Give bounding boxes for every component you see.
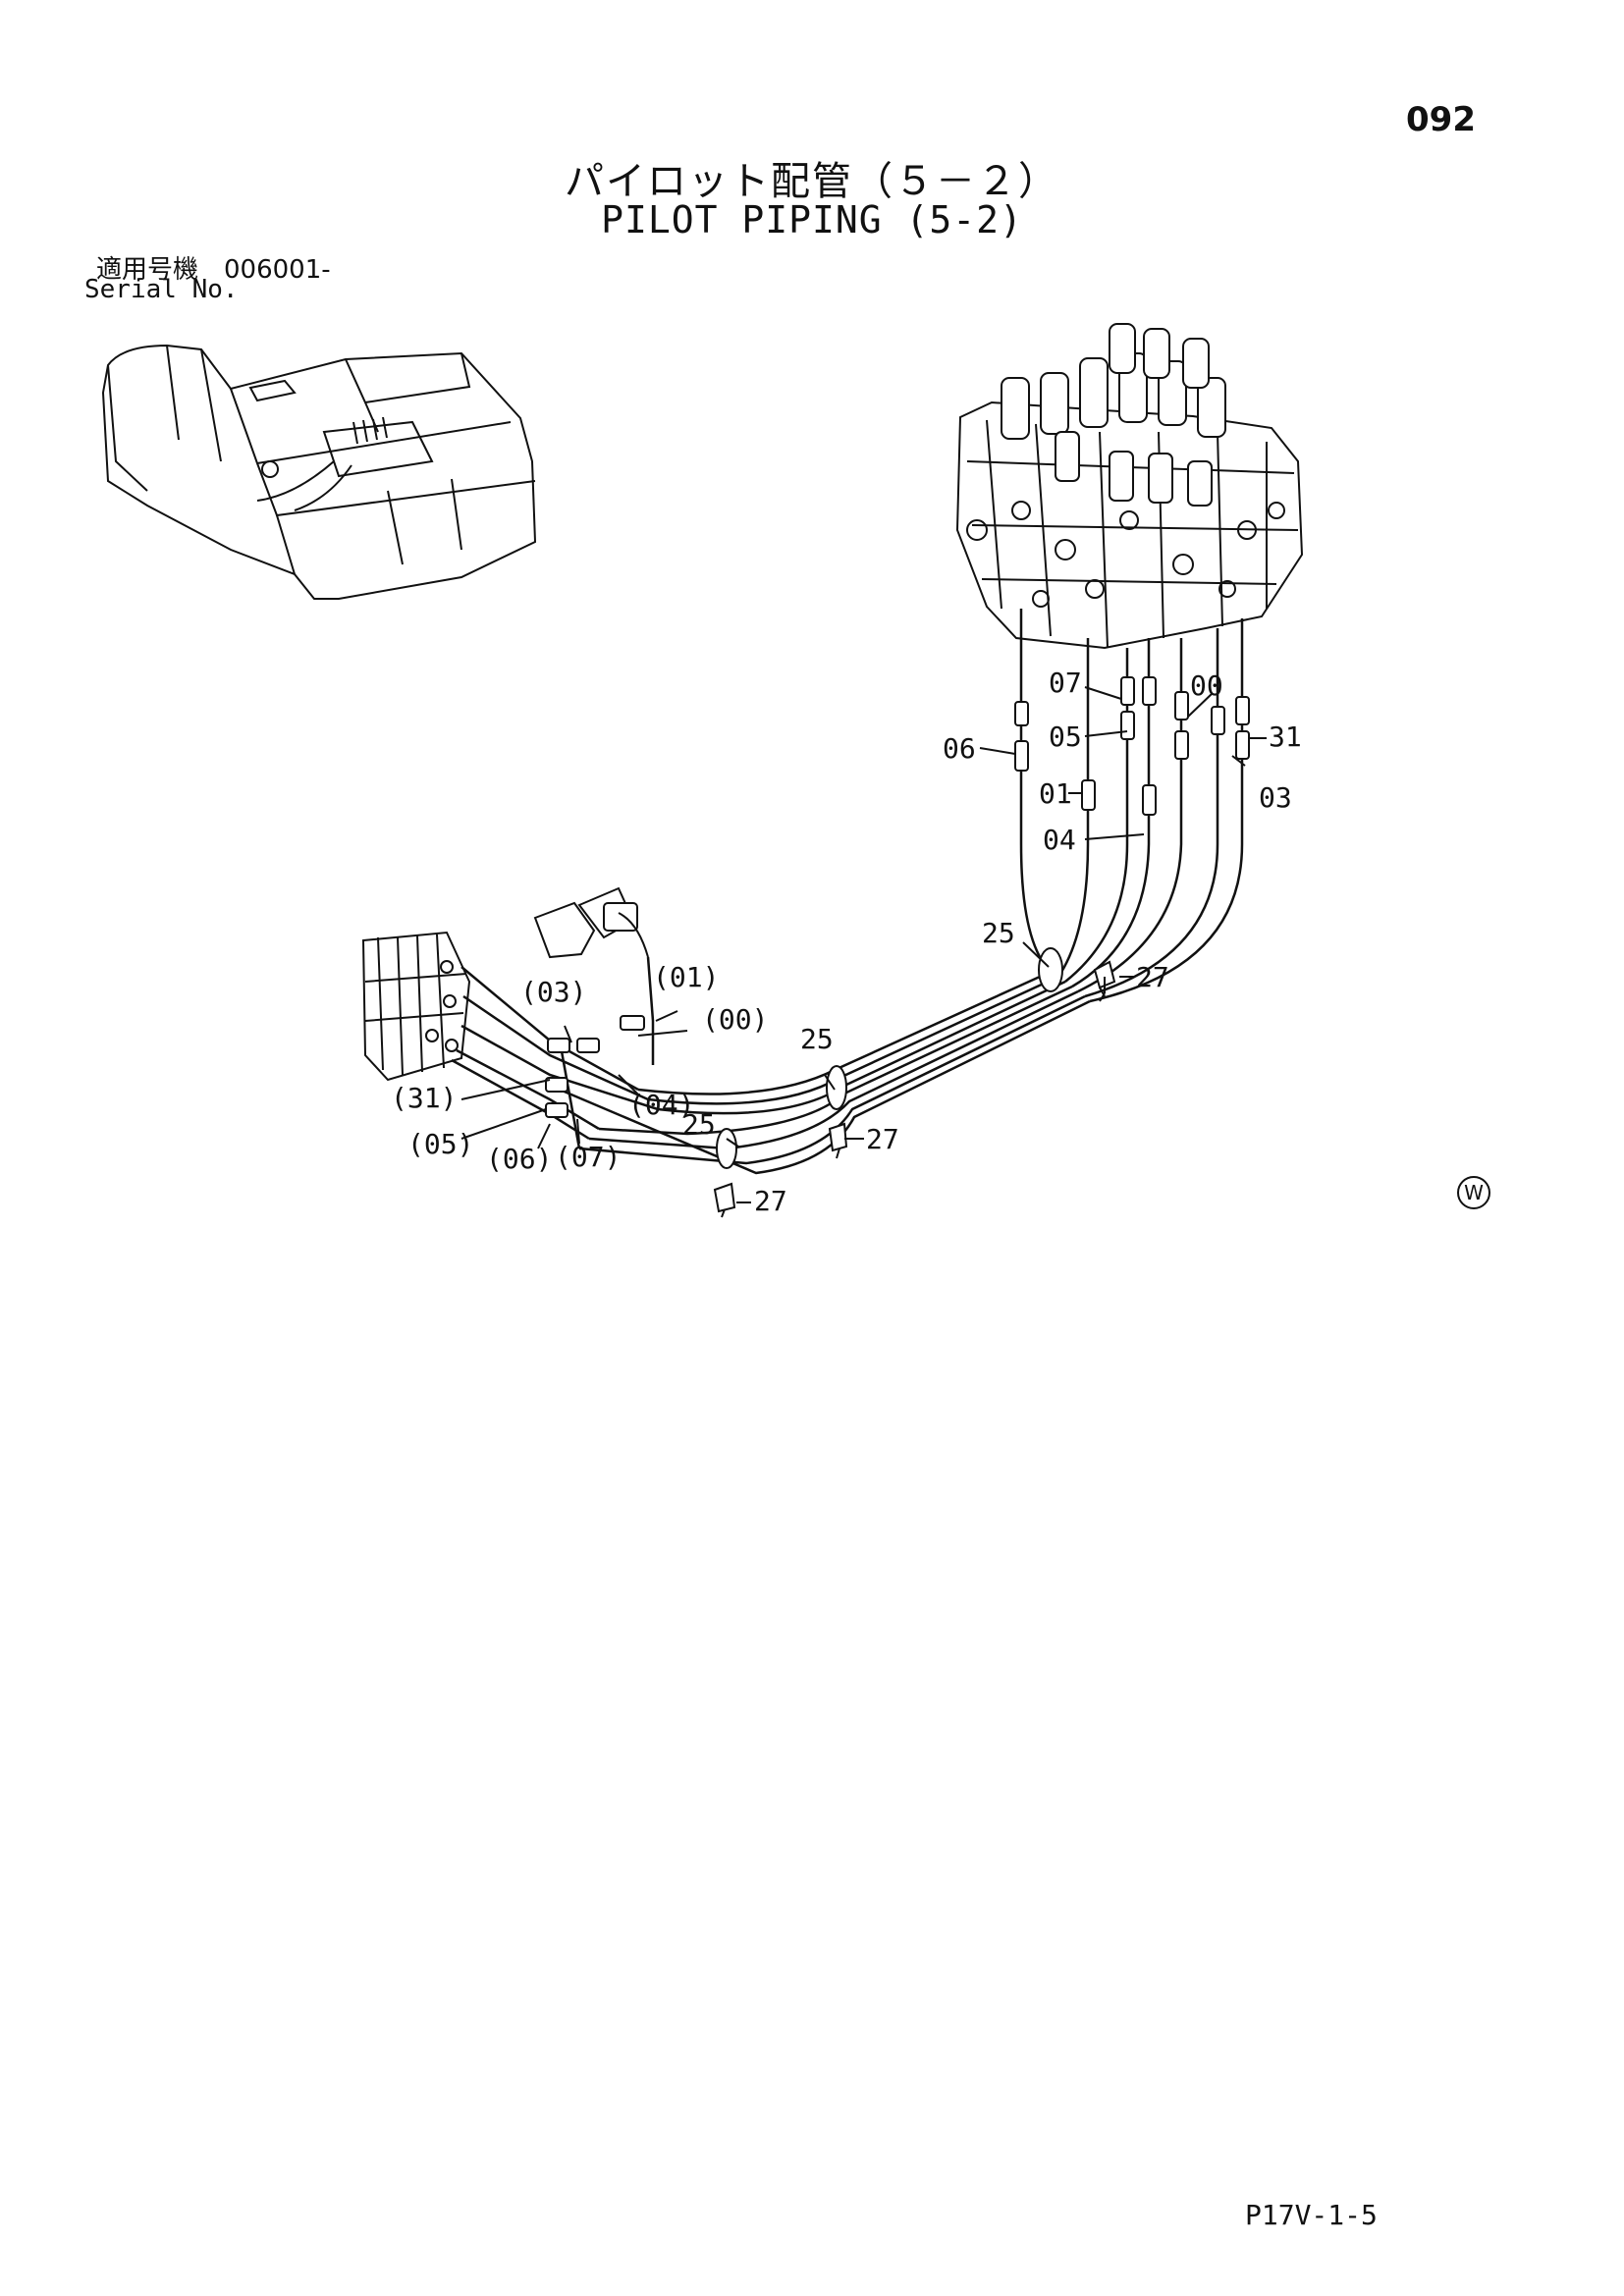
callout-27-upper: 27: [1136, 961, 1169, 993]
excavator-locator-sketch: [101, 344, 537, 600]
callout-00: 00: [1190, 669, 1223, 702]
callout-labels: 07 00 05 06 31 01 03 04 25 27 (01) (03) …: [391, 667, 1302, 1217]
callout-01-paren: (01): [653, 961, 719, 993]
callout-03-paren: (03): [520, 976, 586, 1008]
pilot-valve-block: [361, 931, 471, 1082]
callout-04-paren: (04): [628, 1089, 694, 1121]
callout-25-middle: 25: [800, 1023, 834, 1055]
control-valve-assembly: [955, 323, 1304, 650]
callout-27-lower: 27: [754, 1185, 787, 1217]
callout-31-paren: (31): [391, 1082, 457, 1114]
callout-25-upper: 25: [982, 917, 1015, 949]
callout-03: 03: [1259, 781, 1292, 814]
callout-05-paren: (05): [407, 1128, 473, 1160]
callout-00-paren: (00): [702, 1003, 768, 1036]
callout-27-middle: 27: [866, 1123, 899, 1155]
callout-07-paren: (07): [555, 1141, 621, 1173]
page-title-japanese: パイロット配管（５－２）: [565, 159, 1059, 204]
callout-04: 04: [1043, 824, 1076, 856]
page-title-english: PILOT PIPING (5-2): [601, 198, 1023, 241]
w-mark-symbol: W: [1457, 1176, 1490, 1209]
footer-code: P17V-1-5: [1245, 2199, 1378, 2231]
elbow-fittings: [533, 886, 649, 959]
clamps-and-bolts: [713, 947, 1116, 1218]
callout-01: 01: [1039, 777, 1072, 810]
callout-31: 31: [1269, 721, 1302, 753]
callout-07: 07: [1049, 667, 1082, 699]
serial-label-english: Serial No.: [84, 275, 239, 304]
page-number: 092: [1406, 100, 1476, 139]
leader-lines: [460, 686, 1267, 1203]
callout-05: 05: [1049, 721, 1082, 753]
callout-25-lower: 25: [682, 1108, 716, 1141]
callout-06: 06: [943, 732, 976, 765]
serial-label-japanese: 適用号機 006001-: [96, 255, 331, 285]
callout-06-paren: (06): [486, 1143, 552, 1175]
